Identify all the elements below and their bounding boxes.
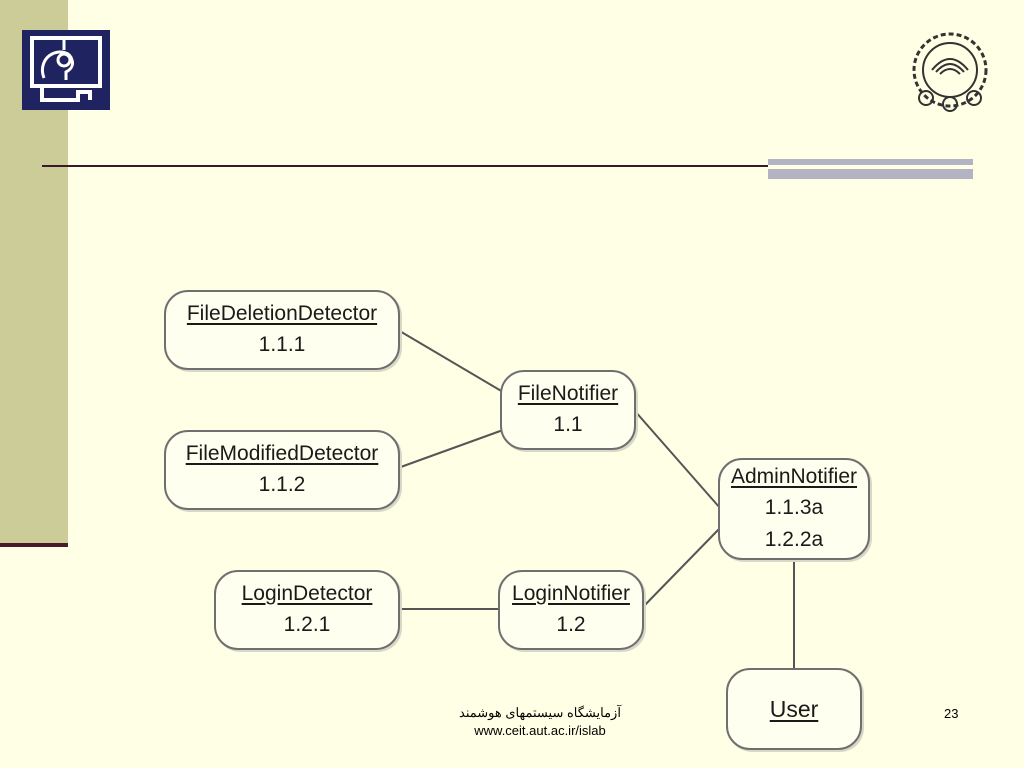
edge-filedeletion-filenotifier — [397, 329, 504, 393]
edge-loginnotifier-adminnotifier — [641, 527, 721, 609]
node-message-number: 1.2.1 — [283, 613, 331, 636]
node-login-detector: LoginDetector 1.2.1 — [214, 570, 400, 650]
header-rule-accent — [768, 159, 973, 179]
node-user: User — [726, 668, 862, 750]
left-sidebar-rule — [0, 543, 68, 547]
node-message-number: 1.1.2 — [258, 473, 306, 496]
node-message-number: 1.2 — [556, 613, 586, 636]
node-login-notifier: LoginNotifier 1.2 — [498, 570, 644, 650]
node-name: LoginDetector — [241, 582, 373, 605]
node-name: LoginNotifier — [512, 582, 630, 605]
node-name: AdminNotifier — [730, 465, 858, 488]
node-name: User — [769, 696, 819, 722]
node-file-modified-detector: FileModifiedDetector 1.1.2 — [164, 430, 400, 510]
node-name: FileDeletionDetector — [186, 302, 378, 325]
footer-url: www.ceit.aut.ac.ir/islab — [474, 723, 606, 738]
edge-filenotifier-adminnotifier — [633, 409, 721, 509]
computer-head-logo-icon — [22, 30, 110, 110]
node-message-number: 1.1.3a — [764, 496, 824, 519]
node-message-number: 1.1 — [553, 413, 583, 436]
node-message-number: 1.1.1 — [258, 333, 306, 356]
edge-filemodified-filenotifier — [397, 429, 504, 469]
node-name: FileNotifier — [517, 382, 619, 405]
node-name: FileModifiedDetector — [185, 442, 379, 465]
footer-lab-name: آزمایشگاه سیستمهای هوشمند — [459, 705, 621, 720]
node-message-number: 1.2.2a — [764, 528, 824, 551]
header-rule — [42, 165, 768, 167]
footer: آزمایشگاه سیستمهای هوشمند www.ceit.aut.a… — [440, 704, 640, 740]
university-seal-icon — [904, 26, 996, 118]
node-admin-notifier: AdminNotifier 1.1.3a 1.2.2a — [718, 458, 870, 560]
node-file-deletion-detector: FileDeletionDetector 1.1.1 — [164, 290, 400, 370]
page-number: 23 — [944, 706, 959, 721]
node-file-notifier: FileNotifier 1.1 — [500, 370, 636, 450]
